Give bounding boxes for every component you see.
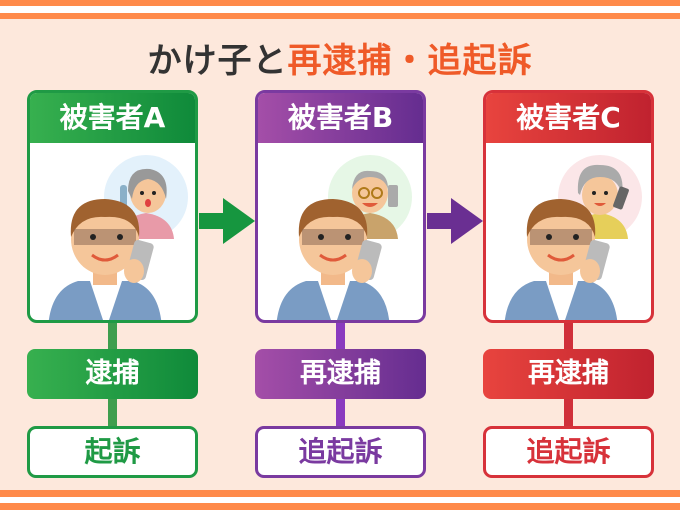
victim-card-c: 被害者C: [483, 90, 654, 323]
title-highlight: 再逮捕・追起訴: [287, 41, 533, 81]
top-stripe-2: [0, 13, 680, 19]
victim-a-header: 被害者A: [30, 93, 195, 143]
arrow-right-icon: [199, 198, 255, 244]
scene-b: [258, 143, 423, 320]
arrest-label-c: 再逮捕: [483, 349, 654, 399]
charge-label-a: 起訴: [27, 426, 198, 478]
bottom-stripe-2: [0, 503, 680, 510]
page-title: かけ子と再逮捕・追起訴: [0, 33, 680, 82]
victim-card-b: 被害者B: [255, 90, 426, 323]
bottom-stripe-white: [0, 497, 680, 503]
caller-man-icon: [274, 197, 392, 320]
caller-man-icon: [502, 197, 620, 320]
scene-a: [30, 143, 195, 320]
bottom-stripe: [0, 490, 680, 497]
arrest-label-b: 再逮捕: [255, 349, 426, 399]
scene-c: [486, 143, 651, 320]
charge-label-c: 追起訴: [483, 426, 654, 478]
victim-card-a: 被害者A: [27, 90, 198, 323]
title-prefix: かけ子と: [147, 41, 288, 81]
victim-c-header: 被害者C: [486, 93, 651, 143]
charge-label-b: 追起訴: [255, 426, 426, 478]
victim-b-header: 被害者B: [258, 93, 423, 143]
arrow-right-icon: [427, 198, 483, 244]
caller-man-icon: [46, 197, 164, 320]
top-stripe: [0, 0, 680, 6]
top-stripe-white: [0, 6, 680, 13]
arrest-label-a: 逮捕: [27, 349, 198, 399]
